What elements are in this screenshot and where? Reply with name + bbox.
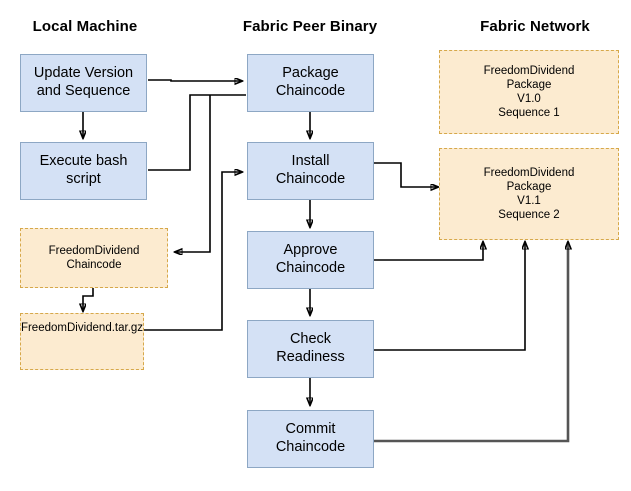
node-freedomdividend-targz[interactable]: FreedomDividend.tar.gz [20,313,144,370]
node-update-version-label: Update Version and Sequence [33,65,134,99]
node-package-v1-1-label: FreedomDividend Package V1.1 Sequence 2 [483,166,575,222]
node-package-v1-0[interactable]: FreedomDividend Package V1.0 Sequence 1 [439,50,619,134]
arrow-install-to-package-v11 [374,162,438,187]
node-check-readiness[interactable]: Check Readiness [247,320,374,378]
node-package-chaincode-label: Package Chaincode [275,65,346,99]
arrow-package-to-chaincode-src [175,95,211,252]
arrow-chaincode-src-to-targz [83,288,94,311]
arrow-commit-to-package-v11 [374,242,568,443]
node-commit-chaincode-label: Commit Chaincode [275,421,346,455]
arrow-execute-to-package [148,94,246,171]
node-approve-chaincode-label: Approve Chaincode [275,242,346,276]
node-execute-bash-label: Execute bash script [39,153,128,187]
node-freedomdividend-chaincode[interactable]: FreedomDividend Chaincode [20,228,168,288]
node-package-chaincode[interactable]: Package Chaincode [247,54,374,112]
node-approve-chaincode[interactable]: Approve Chaincode [247,231,374,289]
node-install-chaincode[interactable]: Install Chaincode [247,142,374,200]
node-freedomdividend-targz-label: FreedomDividend.tar.gz [20,322,144,334]
node-commit-chaincode[interactable]: Commit Chaincode [247,410,374,468]
node-package-v1-0-label: FreedomDividend Package V1.0 Sequence 1 [483,64,575,120]
column-header-local-machine: Local Machine [32,18,138,35]
node-install-chaincode-label: Install Chaincode [275,153,346,187]
column-header-fabric-peer-binary: Fabric Peer Binary [242,18,378,35]
arrow-check-to-package-v11 [374,242,525,351]
arrow-update-to-package [148,80,242,81]
node-update-version-and-sequence[interactable]: Update Version and Sequence [20,54,147,112]
arrow-approve-to-package-v11 [374,242,483,261]
column-header-fabric-network: Fabric Network [480,18,590,35]
node-freedomdividend-chaincode-label: FreedomDividend Chaincode [48,244,140,271]
node-package-v1-1[interactable]: FreedomDividend Package V1.1 Sequence 2 [439,148,619,240]
node-execute-bash-script[interactable]: Execute bash script [20,142,147,200]
node-check-readiness-label: Check Readiness [276,331,345,365]
